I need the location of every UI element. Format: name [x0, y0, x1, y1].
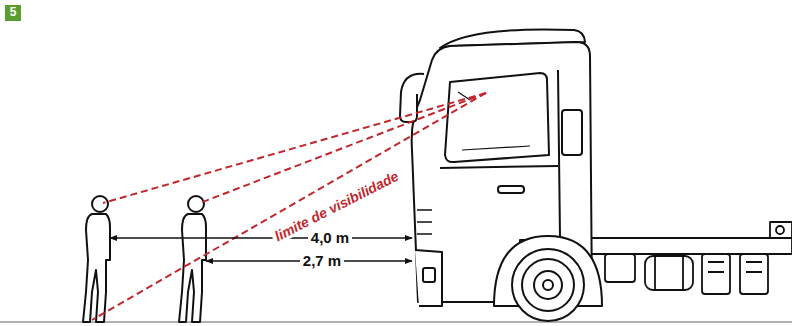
tank-detail [708, 262, 762, 272]
window-detail [458, 92, 530, 150]
frame-bracket [770, 222, 792, 238]
wheel-axle [543, 280, 553, 290]
chassis-frame [590, 238, 792, 254]
visibility-lines [92, 93, 486, 320]
door-handle [498, 186, 524, 193]
dimension-label: 2,7 m [300, 252, 344, 269]
wheel-rim [522, 259, 574, 311]
pedestrian-figure [83, 196, 110, 322]
fuel-tank [645, 256, 693, 290]
truck-chassis [590, 222, 792, 294]
person-body [83, 214, 110, 322]
sight-line [103, 93, 486, 203]
sight-line [92, 93, 486, 320]
sight-line [200, 93, 486, 203]
front-bumper [415, 250, 442, 306]
callout-number: 5 [5, 5, 21, 21]
door-line [440, 70, 560, 238]
bracket-bolt [776, 226, 784, 234]
wheel-hub [534, 271, 562, 299]
cab-window [445, 73, 549, 162]
air-tank [740, 254, 768, 294]
ground-line [0, 321, 792, 323]
tank-strap [654, 256, 656, 290]
person-head [92, 196, 108, 212]
person-head [188, 196, 204, 212]
person-body [179, 214, 206, 322]
battery-box [605, 254, 635, 282]
pedestrian-figure [179, 196, 206, 322]
tank-strap [682, 256, 684, 290]
dimension-line [110, 237, 412, 239]
wheel-tyre [512, 249, 584, 321]
wheel-arch [494, 236, 602, 306]
node-text: 5 [10, 6, 17, 19]
truck-cab [400, 29, 602, 321]
dimension-label: 4,0 m [308, 229, 352, 246]
grille-line [417, 210, 432, 234]
head-light [423, 268, 435, 282]
air-tank [702, 254, 730, 294]
side-panel [562, 110, 582, 155]
dimension-lines [110, 238, 412, 261]
